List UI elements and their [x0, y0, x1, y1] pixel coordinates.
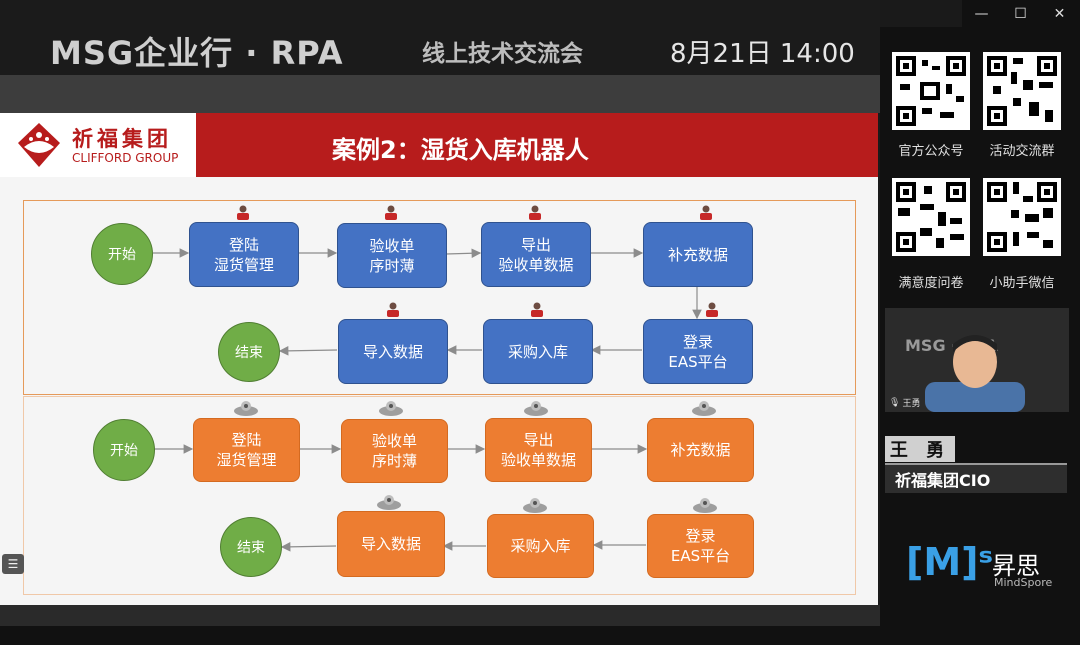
window-bottom-bar — [0, 626, 1080, 645]
flow-step-eas-login: 登录 EAS平台 — [647, 514, 754, 578]
logo-text-en: CLIFFORD GROUP — [72, 151, 179, 165]
speaker-video-tag-text: 王勇 — [902, 399, 921, 409]
flow-end-circle: 结束 — [218, 322, 280, 382]
speaker-video-tag: 🎙 王勇 — [889, 396, 921, 410]
close-button[interactable]: ✕ — [1053, 5, 1066, 22]
flow-frame-blue — [23, 200, 856, 395]
presentation-slide: 祈福集团 CLIFFORD GROUP 案例2：湿货入库机器人 — [0, 113, 878, 605]
person-icon — [531, 302, 543, 317]
clifford-emblem-icon — [18, 123, 60, 167]
mindspore-name-cn: 昇思 — [992, 552, 1040, 580]
event-date: 8月21日 14:00 — [670, 39, 855, 69]
flow-step-import: 导入数据 — [338, 319, 448, 384]
flow-arrows — [153, 248, 702, 552]
person-icon — [385, 205, 397, 220]
slide-header: 祈福集团 CLIFFORD GROUP 案例2：湿货入库机器人 — [0, 113, 878, 177]
flow-step-supplement: 补充数据 — [647, 418, 754, 482]
slide-top-border — [0, 75, 880, 113]
person-icon — [529, 205, 541, 220]
mindspore-name-en: MindSpore — [994, 576, 1053, 589]
flow-step-purchase-in: 采购入库 — [483, 319, 593, 384]
robot-icon — [692, 401, 716, 416]
flow-step-login: 登陆 湿货管理 — [193, 418, 300, 482]
robot-icon — [379, 401, 403, 416]
maximize-button[interactable]: ☐ — [1014, 5, 1027, 22]
flow-frame-orange — [23, 396, 856, 595]
speaker-video: MSG · RPA 🎙 王勇 — [885, 308, 1069, 412]
qr-label: 活动交流群 — [989, 144, 1055, 159]
qr-label: 小助手微信 — [989, 276, 1055, 291]
qr-label: 官方公众号 — [898, 144, 964, 159]
person-icon — [706, 302, 718, 317]
flow-end-circle: 结束 — [220, 517, 282, 577]
flow-step-export: 导出 验收单数据 — [485, 418, 592, 482]
robot-icon — [377, 495, 401, 510]
person-icon — [700, 205, 712, 220]
mindspore-logo-icon: [M]ˢ — [906, 540, 994, 584]
window-controls: — ☐ ✕ — [962, 0, 1080, 27]
qr-code-icon — [983, 178, 1061, 256]
flow-start-circle: 开始 — [91, 223, 153, 285]
flow-step-receipt-journal: 验收单 序时薄 — [337, 223, 447, 288]
company-logo: 祈福集团 CLIFFORD GROUP — [0, 113, 196, 177]
speaker-title: 祈福集团CIO — [885, 463, 1067, 493]
logo-text-cn: 祈福集团 — [72, 127, 172, 151]
flow-step-supplement: 补充数据 — [643, 222, 753, 287]
flow-step-receipt-journal: 验收单 序时薄 — [341, 419, 448, 483]
flow-step-purchase-in: 采购入库 — [487, 514, 594, 578]
person-icon — [387, 302, 399, 317]
minimize-button[interactable]: — — [974, 5, 989, 22]
person-icon — [237, 205, 249, 220]
robot-icon — [524, 401, 548, 416]
flow-step-eas-login: 登录 EAS平台 — [643, 319, 753, 384]
qr-code-icon — [983, 52, 1061, 130]
speaker-figure — [925, 335, 1025, 412]
flow-step-import: 导入数据 — [337, 511, 445, 577]
event-banner: MSG企业行 · RPA 线上技术交流会 8月21日 14:00 — [0, 0, 880, 75]
slide-notes-toggle-icon[interactable]: ☰ — [2, 554, 24, 574]
robot-icon — [693, 498, 717, 513]
slide-title: 案例2：湿货入库机器人 — [332, 136, 589, 164]
microphone-icon: 🎙 — [889, 397, 901, 408]
event-title: MSG企业行 · RPA — [50, 34, 344, 72]
flow-step-export: 导出 验收单数据 — [481, 222, 591, 287]
robot-icon — [523, 498, 547, 513]
qr-code-icon — [892, 178, 970, 256]
qr-label: 满意度问卷 — [898, 276, 964, 291]
flow-step-login: 登陆 湿货管理 — [189, 222, 299, 287]
robot-icon — [234, 401, 258, 416]
flow-start-circle: 开始 — [93, 419, 155, 481]
event-subtitle: 线上技术交流会 — [422, 41, 583, 67]
qr-code-icon — [892, 52, 970, 130]
speaker-name: 王 勇 — [885, 436, 955, 462]
